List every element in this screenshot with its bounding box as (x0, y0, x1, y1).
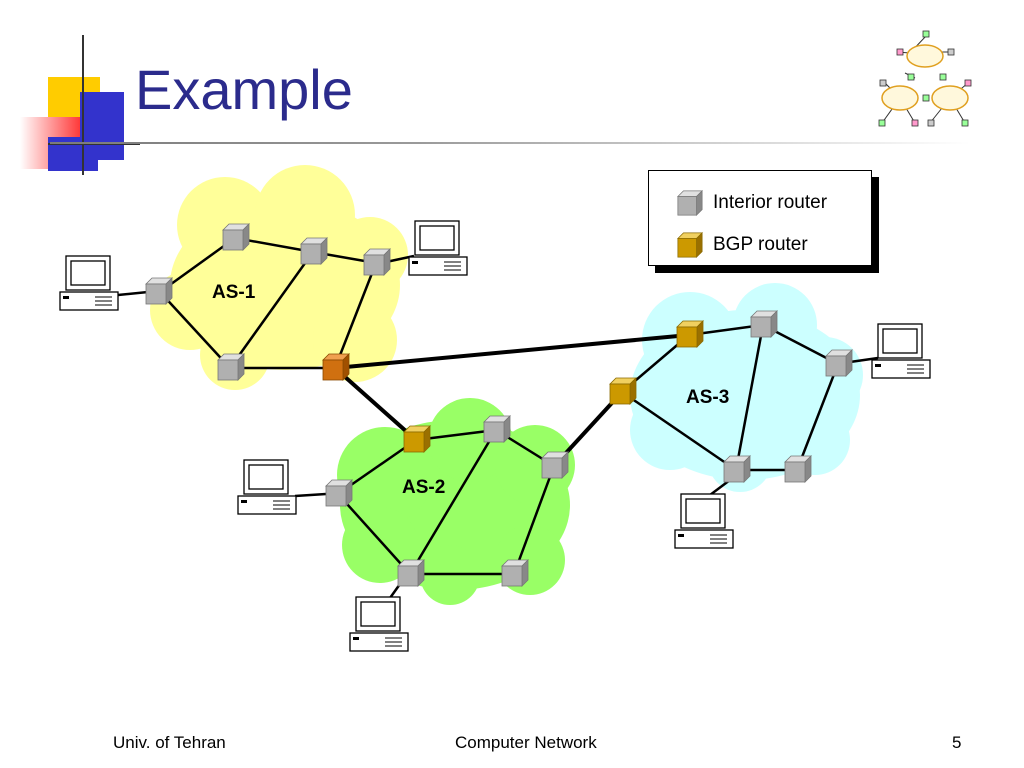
as3-bgp-router (609, 377, 637, 405)
as3-interior-router (750, 310, 778, 338)
as3-bgp-router (676, 320, 704, 348)
as1-interior-router (145, 277, 173, 305)
host-computer-icon (59, 255, 119, 311)
host-computer-icon (871, 323, 931, 379)
host-computer-icon (349, 596, 409, 652)
as2-cloud (337, 398, 575, 605)
as1-bgp-router (322, 353, 350, 381)
slide-title: Example (135, 58, 353, 121)
as3-label: AS-3 (686, 387, 729, 408)
legend-interior-label: Interior router (713, 192, 828, 213)
as2-interior-router (325, 479, 353, 507)
host-computer-icon (237, 459, 297, 515)
bgp-router-icon (676, 231, 704, 259)
as2-interior-router (501, 559, 529, 587)
legend-bgp-label: BGP router (713, 234, 808, 255)
host-computer-icon (674, 493, 734, 549)
legend: Interior router BGP router (648, 170, 872, 266)
network-logo-icon (878, 30, 972, 127)
legend-item-interior: Interior router (675, 189, 827, 217)
as1-interior-router (217, 353, 245, 381)
legend-item-bgp: BGP router (675, 231, 808, 259)
as3-interior-router (825, 349, 853, 377)
as1-label: AS-1 (212, 282, 256, 303)
as1-interior-router (363, 248, 391, 276)
footer-center: Computer Network (455, 733, 597, 752)
as3-interior-router (723, 455, 751, 483)
footer-left: Univ. of Tehran (113, 733, 226, 752)
host-computer-icon (408, 220, 468, 276)
as1-interior-router (300, 237, 328, 265)
as2-interior-router (541, 451, 569, 479)
as2-interior-router (483, 415, 511, 443)
as2-label: AS-2 (402, 477, 445, 498)
network-diagram: AS-1 AS-2 AS-3 (59, 165, 931, 652)
as2-bgp-router (403, 425, 431, 453)
as3-interior-router (784, 455, 812, 483)
slide-number: 5 (952, 733, 962, 752)
interior-router-icon (676, 189, 704, 217)
title-underline (50, 142, 970, 144)
as1-interior-router (222, 223, 250, 251)
as2-interior-router (397, 559, 425, 587)
